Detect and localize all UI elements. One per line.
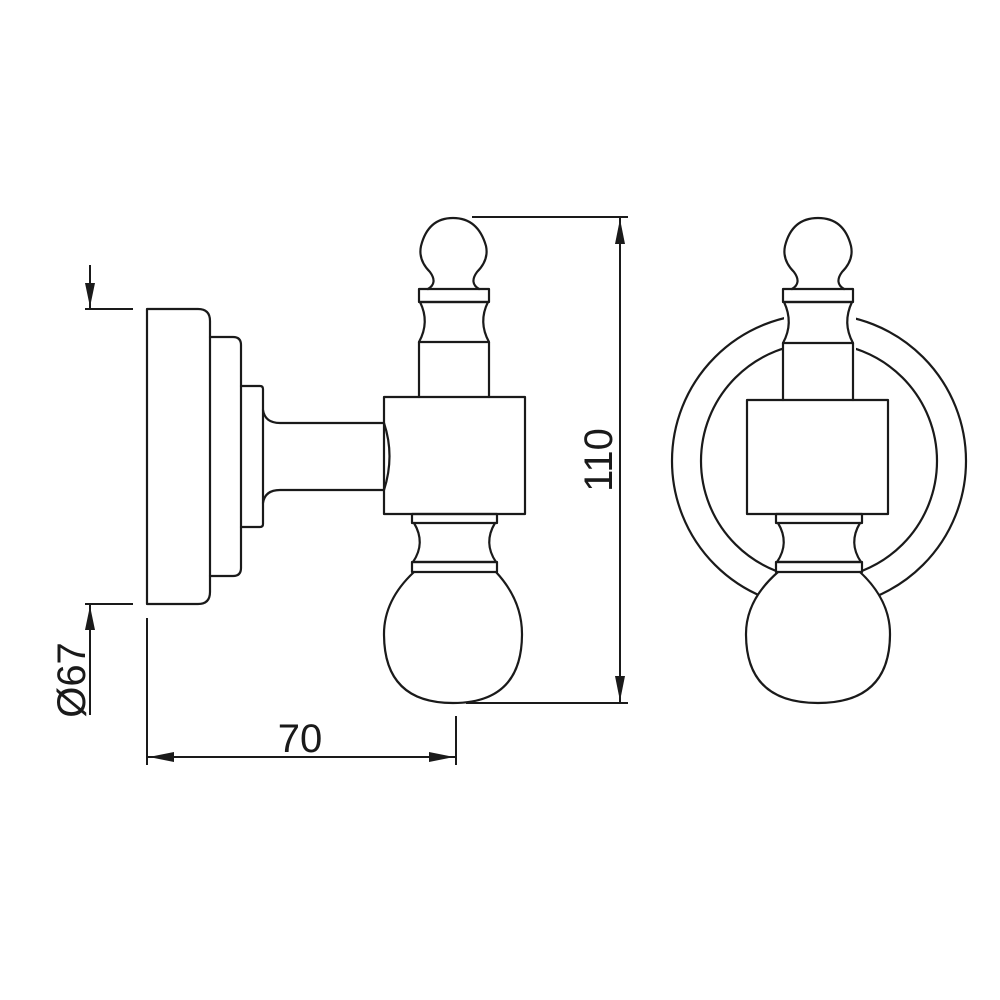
- height-dimension-label: 110: [577, 428, 621, 492]
- dimension-diameter: Ø67: [50, 265, 133, 718]
- dimension-depth: 70: [146, 618, 457, 765]
- arrow-down-icon: [85, 283, 95, 307]
- arm-stem: [261, 408, 391, 505]
- side-view: [145, 216, 527, 705]
- bottom-ball: [382, 570, 524, 705]
- bottom-waist: [411, 521, 498, 564]
- top-neck: [417, 300, 491, 344]
- arrow-right-icon: [429, 752, 454, 762]
- front-view: [670, 216, 968, 705]
- top-pillar: [417, 340, 491, 399]
- arrow-up-icon: [615, 219, 625, 244]
- front-block: [745, 398, 890, 516]
- front-bottom-band: [774, 560, 864, 574]
- arrow-down-icon: [615, 676, 625, 701]
- front-pillar: [781, 341, 855, 402]
- front-bottom-ball: [744, 570, 892, 705]
- front-top-knob: [783, 216, 853, 291]
- top-band: [417, 287, 491, 304]
- base-step-2: [208, 335, 243, 578]
- hook-block: [382, 395, 527, 516]
- bottom-collar: [410, 512, 499, 525]
- bottom-band: [410, 560, 499, 574]
- depth-dimension-label: 70: [278, 717, 323, 761]
- diameter-dimension-label: Ø67: [50, 642, 94, 718]
- base-plate: [145, 307, 212, 606]
- front-top-band: [781, 287, 855, 304]
- base-step-3: [239, 384, 265, 529]
- front-bottom-collar: [774, 512, 864, 525]
- arrow-up-icon: [85, 606, 95, 630]
- dimension-height: 110: [466, 216, 628, 704]
- top-knob: [419, 216, 488, 291]
- arrow-left-icon: [149, 752, 174, 762]
